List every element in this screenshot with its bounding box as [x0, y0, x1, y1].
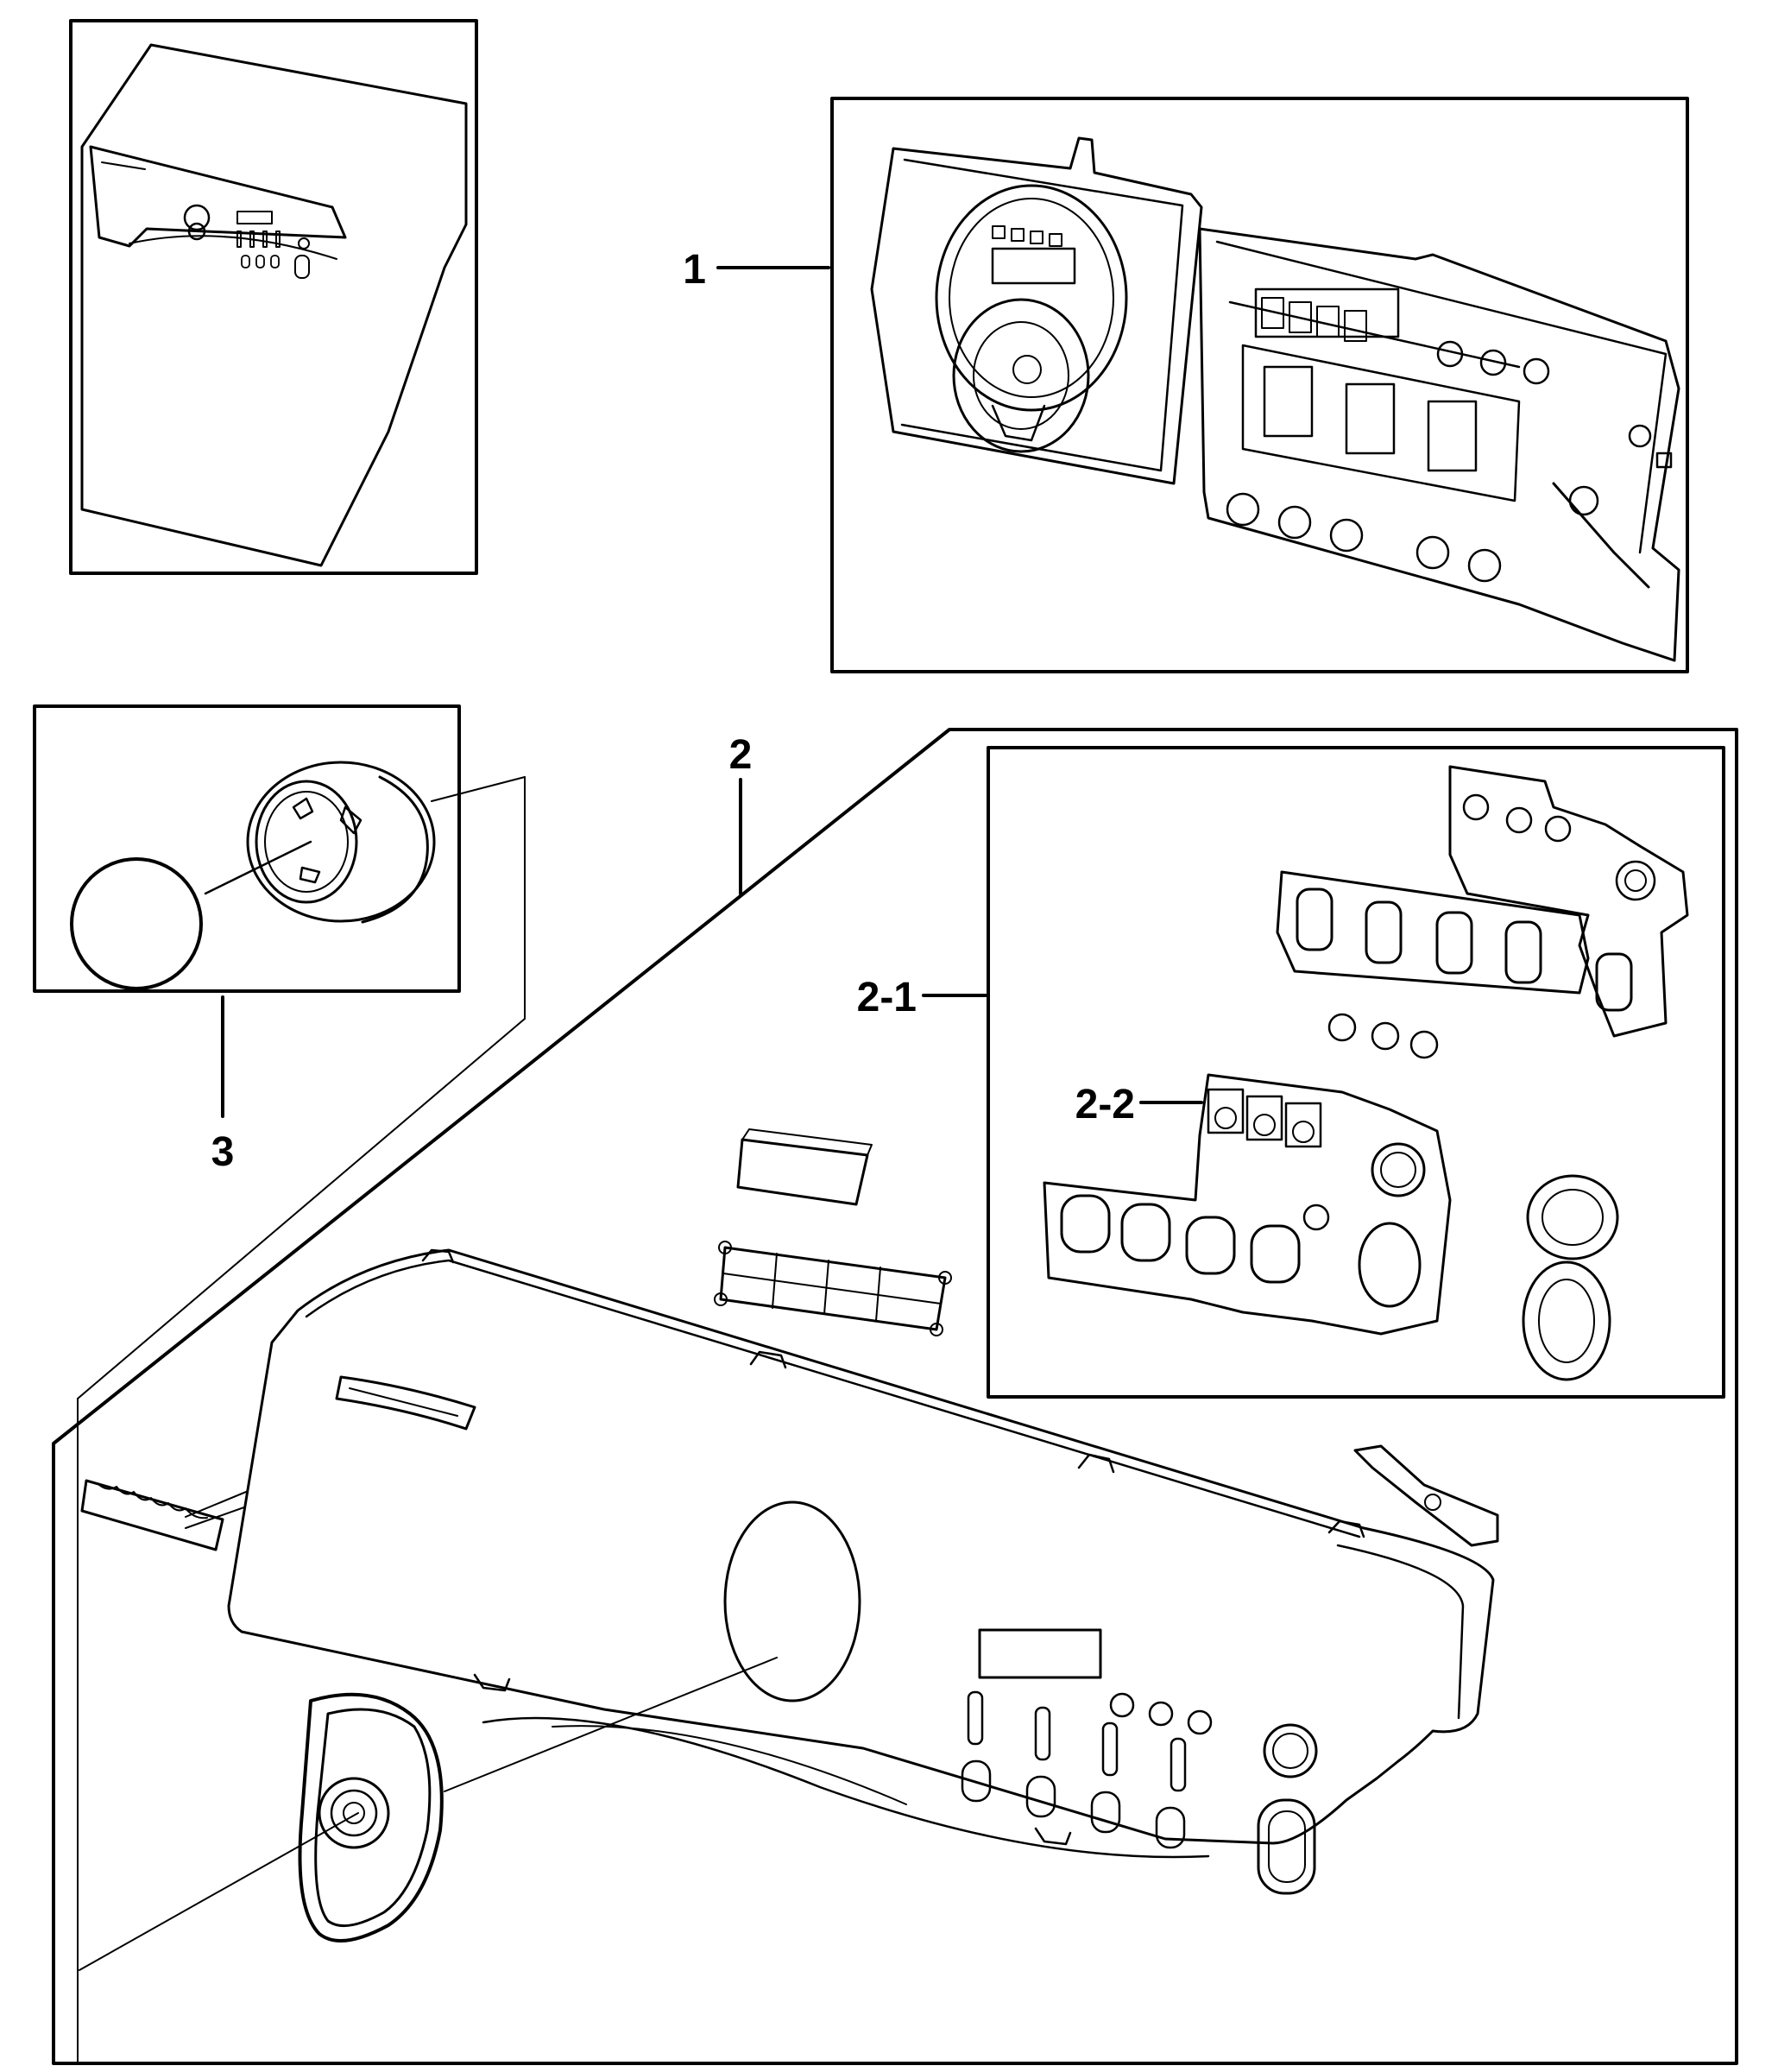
lever-icon: [1353, 1444, 1499, 1547]
callout-3: 3: [211, 1129, 235, 1175]
pcb-assembly-box: 1: [683, 97, 1689, 673]
washer-icon: [80, 43, 468, 567]
callout-2: 2: [729, 732, 753, 778]
group-outline-2: [52, 728, 1738, 2065]
guide-line-3a: [431, 776, 526, 802]
control-panel-icon: [227, 1248, 1495, 1895]
callout-2-1: 2-1: [857, 975, 917, 1020]
pcb-assembly-icon: [870, 136, 1680, 662]
callout-1: 1: [683, 247, 706, 293]
guide-line-3c: [77, 1018, 526, 1399]
knob-icon: [70, 761, 436, 990]
light-guide-icon: [714, 1241, 952, 1336]
pcb-subassembly-icon: [1043, 765, 1689, 1381]
knob-box: 3: [33, 704, 526, 2064]
control-panel-group: 2 2-1 2-2: [52, 728, 1738, 2065]
display-window-icon: [736, 1128, 873, 1206]
pcb-subassembly-box: [987, 746, 1725, 1399]
knob-base-icon: [79, 1657, 778, 1971]
washer-overview-box: [69, 19, 478, 575]
callout-2-2: 2-2: [1075, 1082, 1135, 1128]
